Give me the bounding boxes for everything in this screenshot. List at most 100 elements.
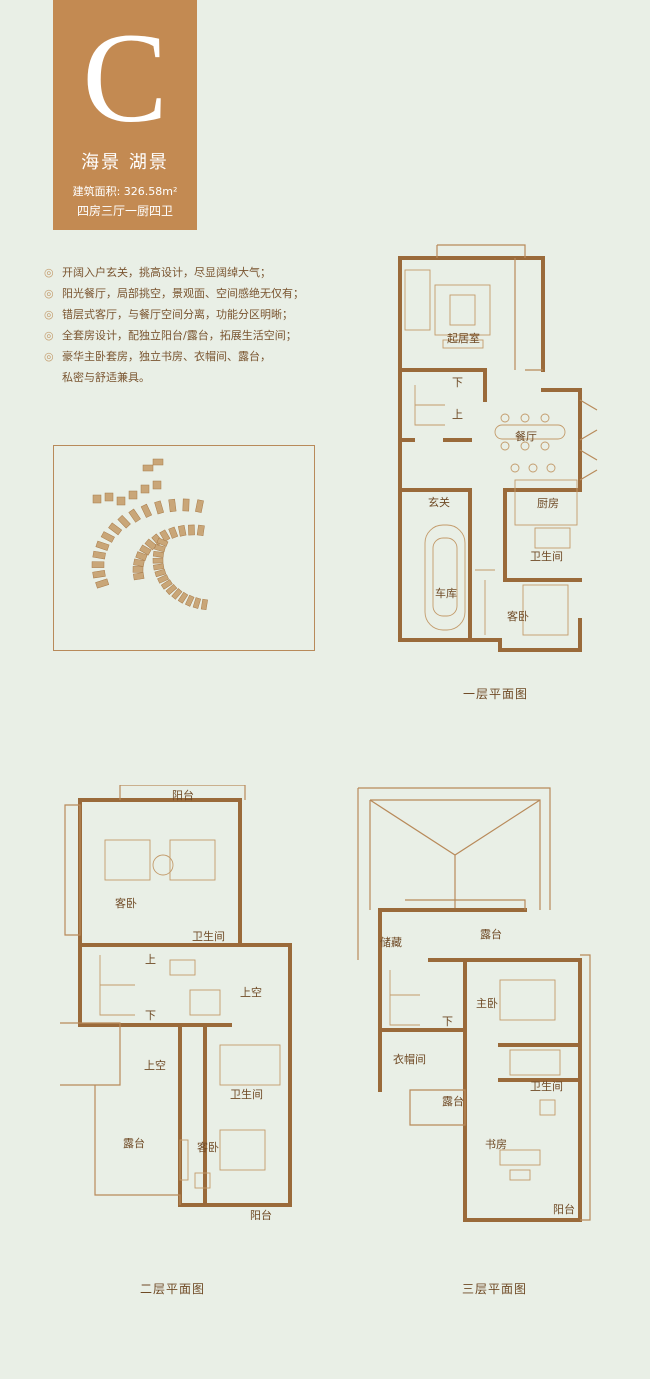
site-building-block [92, 494, 102, 504]
site-building-block [91, 561, 105, 568]
site-building-block [165, 583, 178, 595]
site-building-block [196, 524, 205, 537]
site-building-block [152, 480, 162, 490]
circle-bullet-icon: ◎ [44, 266, 54, 279]
room-label-guest-bottom: 客卧 [197, 1140, 219, 1154]
site-building-block [139, 544, 152, 556]
site-building-block [152, 557, 164, 564]
site-building-block [168, 498, 177, 513]
third-floor-plan: 储藏 露台 主卧 下 衣帽间 卫生间 露台 书房 阳台 [357, 787, 591, 1222]
room-label-storage: 储藏 [380, 935, 402, 949]
site-building-block [168, 526, 179, 539]
feature-continuation: 私密与舒适兼具。 [62, 371, 150, 384]
site-building-block [192, 597, 202, 609]
site-building-block [104, 492, 114, 502]
site-building-block [171, 588, 183, 600]
feature-item: ◎全套房设计，配独立阳台/露台，拓展生活空间； [44, 325, 344, 346]
circle-bullet-icon: ◎ [44, 287, 54, 300]
unit-type-badge: C 海景 湖景 建筑面积: 326.58m² 四房三厅一厨四卫 [53, 0, 197, 230]
site-building-block [133, 558, 145, 567]
room-label-study: 书房 [485, 1138, 507, 1151]
site-building-block [92, 550, 106, 560]
room-label-living: 起居室 [447, 331, 480, 345]
view-subtitle: 海景 湖景 [81, 152, 169, 173]
floor-plan-walls [398, 244, 598, 652]
room-label-bath-top: 卫生间 [192, 929, 225, 943]
site-building-block [153, 563, 165, 571]
site-building-block [154, 500, 164, 515]
room-label-balcony-top: 阳台 [172, 788, 194, 802]
room-label-kitchen: 厨房 [537, 497, 559, 510]
room-label-terrace-top: 露台 [480, 927, 502, 941]
site-building-block [144, 538, 157, 551]
floor-plan-walls [357, 787, 591, 1222]
site-building-block [157, 574, 170, 584]
room-label-foyer: 玄关 [428, 495, 450, 509]
site-building-block [200, 598, 208, 611]
room-label-terrace: 露台 [123, 1136, 145, 1150]
site-building-block [95, 540, 110, 551]
site-building-block [92, 570, 106, 579]
site-building-block [177, 591, 189, 604]
circle-bullet-icon: ◎ [44, 350, 54, 363]
room-label-garage: 车库 [435, 586, 457, 600]
room-label-bath: 卫生间 [530, 1079, 563, 1093]
site-building-block [128, 490, 138, 500]
stair-label-up: 上 [145, 953, 156, 966]
room-label-bath: 卫生间 [530, 549, 563, 563]
site-building-block [128, 508, 141, 523]
site-building-block [132, 566, 144, 573]
second-floor-plan: 阳台 客卧 卫生间 上 下 上空 上空 卫生间 露台 客卧 阳台 [60, 785, 292, 1220]
room-config: 四房三厅一厨四卫 [76, 204, 173, 218]
room-label-dining: 餐厅 [515, 429, 537, 443]
site-building-block [188, 524, 195, 536]
stair-label-down: 下 [452, 376, 463, 389]
room-label-guest-top: 客卧 [115, 896, 137, 910]
site-building-block [95, 578, 110, 589]
site-building-block [140, 484, 150, 494]
room-label-guest: 客卧 [507, 609, 529, 623]
feature-item: ◎开阔入户玄关，挑高设计，尽显阔绰大气； [44, 262, 344, 283]
site-building-block [108, 522, 123, 536]
plan3-caption: 三层平面图 [462, 1282, 528, 1296]
site-building-block [195, 499, 204, 513]
site-building-block [177, 524, 187, 537]
void-label-right: 上空 [240, 985, 262, 999]
room-label-balcony-bottom: 阳台 [250, 1208, 272, 1220]
room-label-closet: 衣帽间 [393, 1052, 426, 1066]
feature-item: ◎错层式客厅，与餐厅空间分离，功能分区明晰； [44, 304, 344, 325]
feature-list: ◎开阔入户玄关，挑高设计，尽显阔绰大气； ◎阳光餐厅，局部挑空，景观面、空间感绝… [44, 262, 344, 388]
room-label-bath-mid: 卫生间 [230, 1087, 263, 1101]
stair-label-down: 下 [442, 1015, 453, 1028]
site-building-block [159, 529, 171, 542]
site-plan-map [53, 445, 315, 651]
site-building-block [154, 544, 166, 553]
room-label-master: 主卧 [476, 997, 498, 1010]
void-label-left: 上空 [144, 1058, 166, 1072]
site-building-block [142, 464, 154, 472]
site-building-block [116, 496, 126, 506]
site-building-block [100, 531, 115, 543]
first-floor-plan: 起居室 下 上 餐厅 玄关 厨房 卫生间 车库 客卧 [398, 244, 598, 652]
site-building-cluster [91, 458, 208, 611]
plan1-caption: 一层平面图 [463, 687, 529, 701]
floor-area: 建筑面积: 326.58m² [72, 185, 178, 198]
unit-letter: C [82, 7, 168, 149]
site-building-block [185, 594, 195, 607]
circle-bullet-icon: ◎ [44, 329, 54, 342]
stair-label-down: 下 [145, 1009, 156, 1022]
site-building-block [160, 579, 173, 590]
circle-bullet-icon: ◎ [44, 308, 54, 321]
plan2-caption: 二层平面图 [140, 1282, 206, 1296]
site-building-block [156, 537, 169, 547]
floor-plan-walls [60, 785, 292, 1207]
feature-item: ◎阳光餐厅，局部挑空，景观面、空间感绝无仅有； [44, 283, 344, 304]
site-building-block [182, 498, 190, 512]
site-building-block [152, 458, 164, 466]
site-building-block [140, 503, 153, 518]
site-building-block [135, 551, 148, 562]
site-building-block [154, 568, 167, 578]
feature-item: ◎豪华主卧套房，独立书房、衣帽间、露台， [44, 346, 344, 367]
site-building-block [152, 550, 164, 558]
site-building-block [132, 572, 145, 581]
